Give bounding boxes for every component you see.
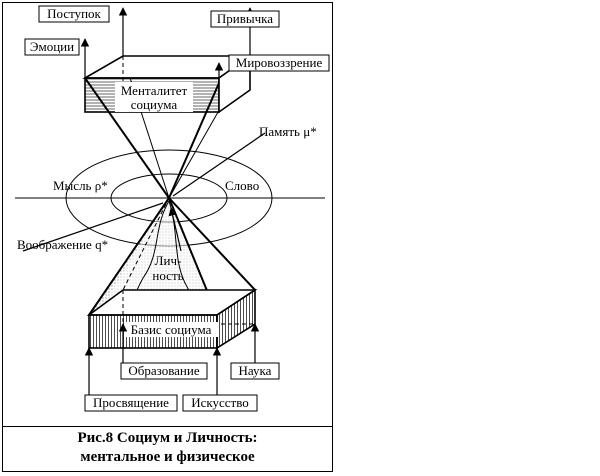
caption-line-2: ментальное и физическое: [80, 449, 255, 465]
caption-line-1: Рис.8 Социум и Личность:: [77, 430, 258, 446]
box-emotsii: Эмоции: [24, 38, 80, 56]
label-privychka: Привычка: [217, 11, 273, 26]
socium-diagram: Поступок Привычка Эмоции Мировоззрение О…: [15, 5, 330, 412]
label-emotsii: Эмоции: [30, 39, 74, 54]
label-nauka: Наука: [239, 363, 272, 378]
figure-frame: Поступок Привычка Эмоции Мировоззрение О…: [2, 2, 333, 472]
label-mentalitet-2: социума: [131, 97, 178, 112]
label-lichnost-1: Лич-: [155, 253, 182, 268]
figure-caption: Рис.8 Социум и Личность: ментальное и фи…: [3, 429, 332, 467]
label-postupok: Поступок: [47, 6, 101, 21]
label-slovo: Слово: [225, 178, 259, 193]
label-voobrazhenie: Воображение q*: [17, 237, 108, 252]
label-iskusstvo: Искусство: [191, 395, 249, 410]
box-obrazovanie: Образование: [120, 362, 208, 380]
label-mysl: Мысль ρ*: [53, 178, 108, 193]
arrows: [22, 7, 266, 395]
label-bazis: Базис социума: [131, 322, 212, 337]
box-nauka: Наука: [230, 362, 280, 380]
label-prosveshchenie: Просвящение: [93, 395, 169, 410]
label-lichnost-2: ность: [152, 268, 183, 283]
caption-divider: [3, 426, 332, 427]
box-postupok: Поступок: [38, 5, 110, 23]
box-mirovozzrenie: Мировоззрение: [228, 54, 330, 72]
box-iskusstvo: Искусство: [182, 394, 258, 412]
label-mentalitet-1: Менталитет: [121, 83, 188, 98]
label-mirovozzrenie: Мировоззрение: [236, 55, 323, 70]
box-privychka: Привычка: [210, 10, 280, 28]
base-box: [86, 288, 258, 350]
box-prosveshchenie: Просвящение: [84, 394, 178, 412]
label-obrazovanie: Образование: [128, 363, 199, 378]
mentality-box: [82, 54, 253, 114]
label-pamyat: Память μ*: [259, 124, 317, 139]
